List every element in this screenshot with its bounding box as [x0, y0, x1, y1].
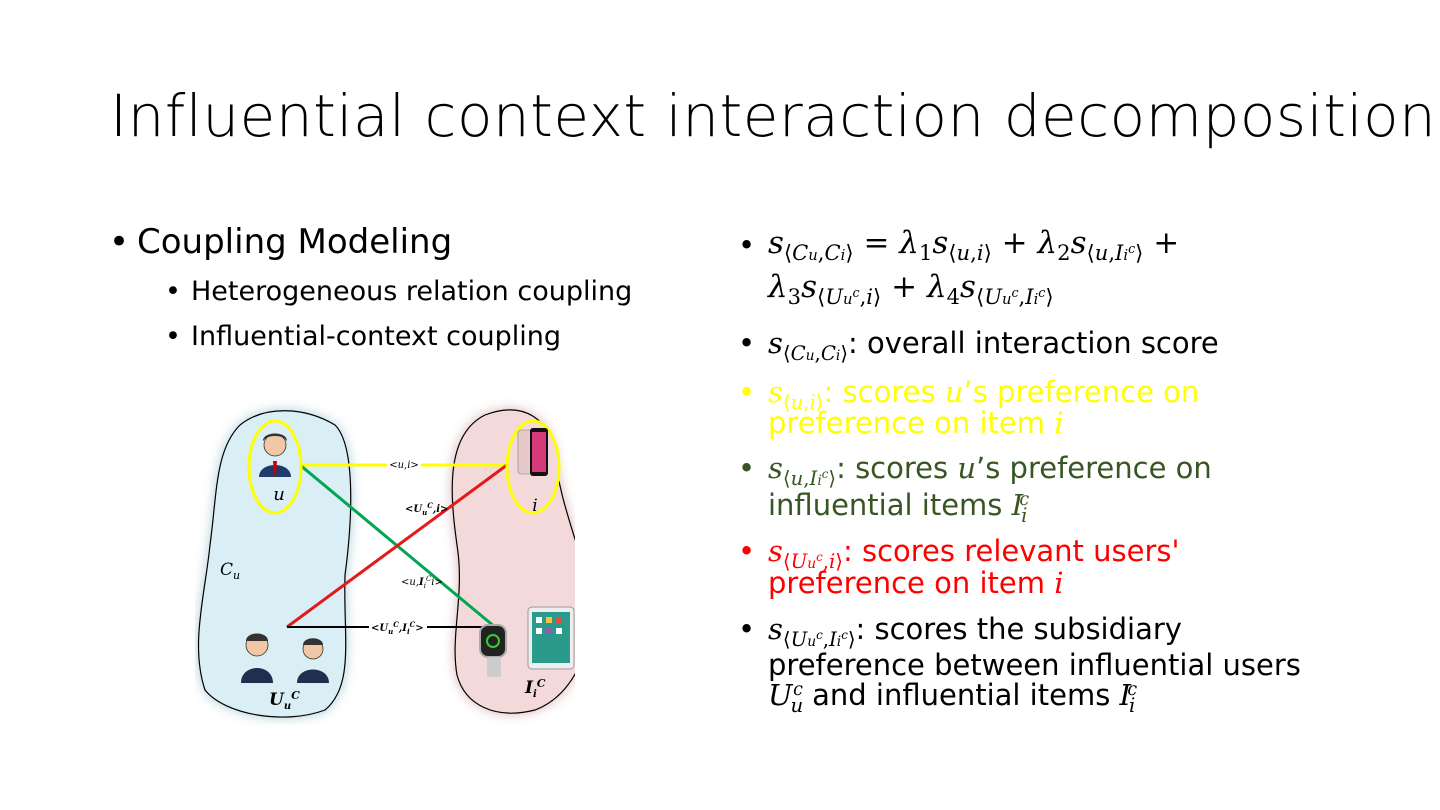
equation-line-1: s⟨Cu,Ci⟩ = λ1s⟨u,i⟩ + λ2s⟨u,Iic⟩ + [768, 225, 1180, 266]
bullet-dot: • [738, 228, 756, 262]
ucic-score-line3-text: and influential items [802, 678, 1120, 712]
bullet-dot: • [165, 321, 181, 352]
ui-score-text2: ’s preference on [963, 375, 1200, 409]
overall-score-text: : overall interaction score [848, 326, 1219, 360]
ui-score-line: s⟨u,i⟩: scores u’s preference on [768, 375, 1200, 414]
ucic-score-line: s⟨Uuc,Iic⟩: scores the subsidiary [768, 612, 1182, 651]
uci-score-line: s⟨Uuc,i⟩: scores relevant users' [768, 534, 1180, 573]
bullet-heterogeneous: • Heterogeneous relation coupling [165, 276, 633, 307]
watch-icon [479, 624, 507, 677]
user-u-icon [259, 433, 291, 477]
phone-icon [517, 428, 548, 476]
edge-label-bg [387, 458, 421, 471]
uci-score-line2-text: preference on item [768, 566, 1055, 600]
ucic-score-line-3: Uuc and influential items Iic [768, 678, 1138, 717]
uic-score-line2-text: influential items [768, 488, 1012, 522]
slide-title: Influential context interaction decompos… [110, 82, 1437, 150]
coupling-modeling-label: Coupling Modeling [137, 222, 453, 262]
ucic-score-text: : scores the subsidiary [855, 612, 1182, 646]
label-i: i [532, 496, 537, 516]
ucic-score-line2-text: preference between influential users [768, 648, 1301, 682]
bullet-dot: • [738, 534, 756, 568]
edge-uc-i [286, 463, 508, 629]
ui-score-text: : scores [823, 375, 945, 409]
heterogeneous-label: Heterogeneous relation coupling [191, 276, 633, 307]
uci-score-text: : scores relevant users' [842, 534, 1180, 568]
bullet-coupling-modeling: • Coupling Modeling [109, 222, 453, 262]
influential-context-label: Influential-context coupling [191, 321, 562, 352]
bullet-dot: • [738, 451, 756, 485]
uic-score-line: s⟨u,Iic⟩: scores u’s preference on [768, 451, 1212, 490]
coupling-diagram: <u,i> <UuC,i> <u,IiCi> <UuC,IiC> u i Cu … [197, 409, 575, 718]
bullet-dot: • [109, 222, 130, 262]
edge-label-uic: <u,IiCi> [401, 575, 443, 590]
ui-score-line2-text: preference on item [768, 406, 1055, 440]
bullet-influential-context: • Influential-context coupling [165, 321, 562, 352]
edge-label-ui: <u,i> [389, 460, 419, 471]
uci-score-line-2: preference on item i [768, 566, 1064, 600]
overall-score-line: s⟨Cu,Ci⟩: overall interaction score [768, 326, 1219, 365]
uic-score-text: : scores [836, 451, 958, 485]
ucic-score-line-2: preference between influential users [768, 648, 1301, 682]
label-Iic: IiC [524, 677, 546, 700]
uic-score-line-2: influential items Iic [768, 488, 1030, 527]
bullet-dot: • [165, 276, 181, 307]
edge-label-uci: <UuC,i> [405, 501, 448, 517]
label-u: u [273, 484, 285, 505]
influential-user-icon [297, 638, 329, 683]
bullet-dot: • [738, 375, 756, 409]
edge-label-bg [369, 620, 427, 634]
uic-score-text2: ’s preference on [976, 451, 1212, 485]
ui-score-line-2: preference on item i [768, 406, 1064, 440]
tablet-icon [527, 606, 575, 670]
influential-user-icon [241, 633, 273, 683]
equation-line-2: λ3s⟨Uuc,i⟩ + λ4s⟨Uuc,Iic⟩ [768, 269, 1054, 310]
label-Uuc: UuC [269, 689, 300, 712]
bullet-dot: • [738, 326, 756, 360]
bullet-dot: • [738, 612, 756, 646]
label-Cu: Cu [220, 560, 240, 582]
